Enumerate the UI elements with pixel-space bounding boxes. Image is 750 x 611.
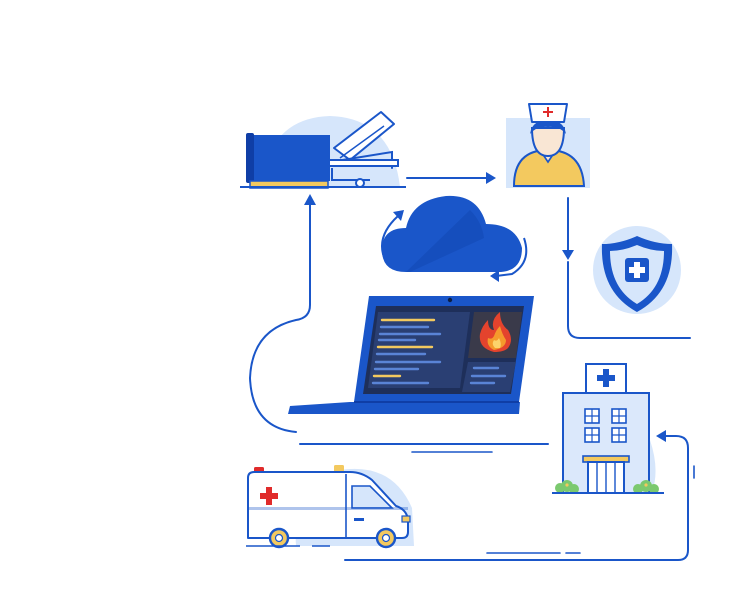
hospital-building-icon xyxy=(552,363,664,494)
arrowhead-left-icon xyxy=(656,430,666,442)
cloud-sync-icon xyxy=(381,195,528,282)
connector-nurse-to-right xyxy=(567,261,691,339)
flow-connectors xyxy=(248,177,695,561)
laptop-icon xyxy=(288,296,534,414)
hospital-bed-icon xyxy=(240,111,406,189)
nurse-icon xyxy=(506,103,590,188)
arrow-heads xyxy=(304,172,666,442)
connector-bottom-to-hospital xyxy=(344,435,689,561)
shield-cross-icon xyxy=(593,226,681,314)
ambulance-icon xyxy=(246,465,414,549)
sync-arrow-left xyxy=(381,215,399,263)
sync-arrow-right xyxy=(495,237,528,277)
arrowhead-right-icon xyxy=(486,172,496,184)
arrowhead-up-icon xyxy=(304,194,316,205)
connector-loop-to-bed xyxy=(248,201,311,433)
arrowhead-down-icon xyxy=(562,250,574,260)
